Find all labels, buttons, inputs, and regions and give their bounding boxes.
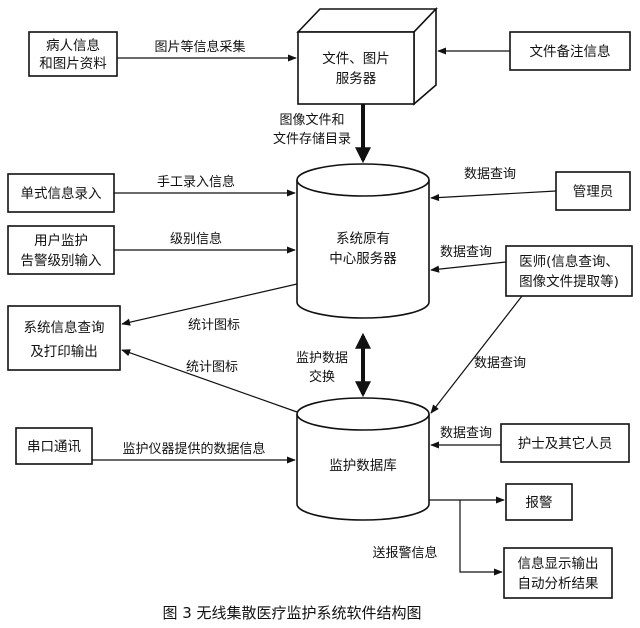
send-alarm-label: 送报警信息: [372, 545, 437, 561]
alarm-label: 报警: [526, 495, 553, 511]
file-notes-label: 文件备注信息: [530, 43, 611, 60]
node-central-server: 系统原有 中心服务器: [296, 163, 430, 319]
nurse-label: 护士及其它人员: [518, 435, 613, 452]
edge-stats-1: 统计图标: [121, 283, 298, 333]
system-query-line2: 及打印输出: [30, 343, 98, 360]
stats-2-label: 统计图标: [186, 360, 238, 375]
device-data-label: 监护仪器提供的数据信息: [122, 441, 265, 457]
edge-doctor-db-query: 数据查询: [430, 295, 526, 414]
doctor-query-label: 数据查询: [440, 245, 492, 260]
nurse-query-label: 数据查询: [440, 426, 492, 441]
doctor-db-query-label: 数据查询: [474, 356, 526, 371]
edge-nurse-query: 数据查询: [430, 426, 501, 449]
file-server-line2: 服务器: [336, 71, 377, 87]
node-single-entry: 单式信息录入: [7, 173, 115, 213]
single-entry-label: 单式信息录入: [21, 185, 102, 202]
edge-send-alarm: 送报警信息: [372, 500, 503, 576]
user-monitor-line1: 用户监护: [34, 232, 88, 249]
central-server-line1: 系统原有: [336, 231, 390, 247]
diagram-caption: 图 3 无线集散医疗监护系统软件结构图: [162, 604, 421, 622]
central-server-line2: 中心服务器: [329, 251, 397, 267]
node-display: 信息显示输出 自动分析结果: [503, 547, 613, 599]
edge-level-info: 级别信息: [114, 231, 296, 254]
edge-image-collect: 图片等信息采集: [117, 39, 297, 62]
monitor-db-label: 监护数据库: [329, 458, 397, 474]
node-alarm: 报警: [505, 483, 573, 521]
node-user-monitor: 用户监护 告警级别输入: [7, 225, 115, 275]
node-serial: 串口通讯: [15, 427, 93, 465]
node-monitor-db: 监护数据库: [296, 397, 430, 521]
node-patient-info: 病人信息 和图片资料: [28, 31, 118, 77]
node-nurse: 护士及其它人员: [500, 423, 630, 463]
manual-entry-label: 手工录入信息: [157, 174, 235, 190]
node-system-query: 系统信息查询 及打印输出: [7, 305, 121, 371]
stats-1-label: 统计图标: [188, 318, 240, 333]
level-info-label: 级别信息: [170, 231, 222, 247]
patient-info-line1: 病人信息: [46, 37, 100, 54]
doctor-line1: 医师(信息查询、: [519, 253, 619, 270]
edge-monitor-exchange: 监护数据 交换: [296, 332, 371, 398]
edge-doctor-query: 数据查询: [430, 245, 507, 273]
image-dir-line2: 文件存储目录: [273, 132, 351, 147]
image-collect-label: 图片等信息采集: [154, 39, 245, 55]
monitor-exchange-line2: 交换: [309, 369, 335, 385]
user-monitor-line2: 告警级别输入: [21, 253, 102, 269]
display-line2: 自动分析结果: [518, 576, 599, 592]
admin-query-label: 数据查询: [464, 167, 516, 182]
node-file-notes: 文件备注信息: [509, 31, 631, 71]
admin-label: 管理员: [573, 184, 614, 200]
node-file-server: 文件、图片 服务器: [296, 7, 438, 106]
node-admin: 管理员: [555, 171, 631, 211]
node-doctor: 医师(信息查询、 图像文件提取等): [505, 245, 633, 297]
edge-device-data: 监护仪器提供的数据信息: [92, 441, 296, 464]
monitor-exchange-line1: 监护数据: [296, 351, 348, 366]
display-line1: 信息显示输出: [518, 555, 599, 572]
edge-image-dir: 图像文件和 文件存储目录: [273, 104, 371, 164]
system-query-line1: 系统信息查询: [24, 319, 105, 336]
edge-admin-query: 数据查询: [430, 167, 557, 202]
image-dir-line1: 图像文件和: [279, 113, 344, 128]
doctor-line2: 图像文件提取等): [519, 273, 619, 290]
file-server-line1: 文件、图片: [322, 51, 390, 67]
edge-stats-2: 统计图标: [121, 349, 298, 413]
edge-manual-entry: 手工录入信息: [114, 174, 296, 197]
patient-info-line2: 和图片资料: [39, 56, 107, 72]
serial-label: 串口通讯: [27, 439, 81, 455]
